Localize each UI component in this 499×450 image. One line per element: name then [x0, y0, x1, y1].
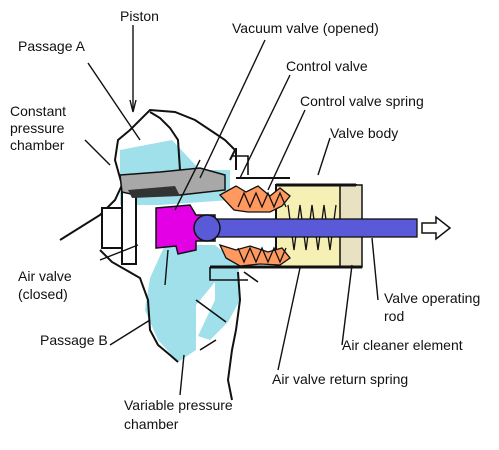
label-vacuum-valve: Vacuum valve (opened) [232, 20, 379, 36]
control-valve-shape [218, 185, 291, 267]
valve-operating-rod [211, 218, 418, 238]
lower-structure [195, 267, 248, 351]
label-control-valve-spring: Control valve spring [300, 93, 424, 109]
label-constant-pressure-1: Constant [10, 103, 67, 119]
booster-shell-lower [99, 249, 179, 363]
label-air-valve-2: (closed) [18, 286, 68, 302]
piston-body [149, 111, 181, 171]
shell-right-flange [232, 155, 259, 283]
rod-direction-arrow [421, 215, 452, 241]
label-control-valve: Control valve [286, 58, 368, 74]
label-passage-a: Passage A [18, 38, 85, 54]
control-valve-spring-upper [237, 191, 287, 209]
piston-dark-band [128, 186, 180, 198]
label-air-valve-1: Air valve [18, 268, 72, 284]
control-valve-spring-lower [237, 246, 287, 264]
leader-lines [84, 25, 379, 396]
label-air-cleaner-element: Air cleaner element [342, 337, 463, 353]
booster-shell-outline [59, 108, 237, 241]
label-valve-operating-rod-2: rod [384, 308, 405, 324]
label-valve-operating-rod-1: Valve operating [384, 290, 481, 306]
rod-ball-end [193, 214, 221, 242]
front-plate-inner [101, 207, 123, 249]
label-variable-pressure-1: Variable pressure [124, 397, 233, 413]
label-air-valve-return-spring: Air valve return spring [272, 371, 409, 387]
label-piston: Piston [120, 8, 159, 24]
variable-pressure-chamber-fill [145, 245, 235, 362]
label-variable-pressure-2: chamber [124, 416, 179, 432]
label-constant-pressure-3: chamber [10, 137, 65, 153]
label-passage-b: Passage B [40, 332, 108, 348]
label-valve-body: Valve body [330, 125, 399, 141]
front-plate [121, 191, 137, 265]
shell-right-wall [226, 148, 242, 401]
label-constant-pressure-2: pressure [10, 120, 65, 136]
passage-fill [198, 250, 240, 340]
